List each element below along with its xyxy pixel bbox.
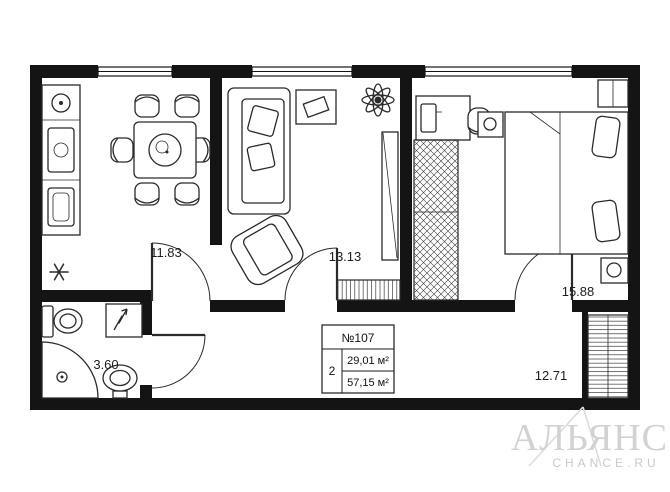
- walls: [30, 65, 640, 410]
- watermark: АЛЬЯНС CHANCE.RU: [511, 406, 668, 470]
- wall-hall-c: [412, 300, 515, 312]
- wall-top-3: [352, 65, 425, 78]
- bathroom-fixtures: [41, 303, 143, 399]
- plant-icon: [361, 83, 395, 117]
- chair-icon: [110, 137, 134, 163]
- pillow-icon: [591, 199, 621, 243]
- wall-top-1: [30, 65, 98, 78]
- watermark-site: CHANCE.RU: [552, 456, 659, 470]
- sink-icon: [51, 93, 71, 113]
- nightstand-icon: [477, 111, 504, 138]
- wall-top-4: [572, 65, 640, 78]
- table-center: [148, 133, 182, 167]
- wall-hall-a: [210, 300, 285, 312]
- room-area-hall: 12.71: [535, 368, 568, 383]
- dresser-icon: [597, 79, 629, 108]
- computer-icon: [420, 103, 437, 133]
- total-area-value: 57,15 м²: [347, 377, 389, 389]
- info-box-grid: [322, 348, 394, 393]
- shelf-icon: [336, 279, 401, 301]
- table-decor-dot: [165, 150, 169, 154]
- window-living-icon: [251, 66, 353, 77]
- desk-icon: [415, 95, 471, 141]
- wall-hall-d: [572, 300, 640, 312]
- wall-kitchen-living: [210, 77, 222, 245]
- hall-wardrobe-icon: [587, 314, 629, 399]
- washbasin-icon: [102, 364, 138, 399]
- room-area-bedroom: 15.88: [562, 284, 595, 299]
- wall-closet: [582, 312, 588, 398]
- hall-furniture: [587, 314, 629, 399]
- living-area-value: 29,01 м²: [347, 355, 389, 367]
- wall-bathroom-top: [30, 290, 152, 302]
- room-area-bathroom: 3.60: [93, 357, 118, 372]
- room-labels: 11.83 13.13 15.88 12.71 3.60: [93, 245, 594, 383]
- pillow-icon: [591, 115, 621, 159]
- oven-icon: [47, 127, 75, 173]
- sofa-icon: [227, 87, 291, 215]
- chair-icon: [134, 182, 160, 206]
- info-box-frame: [321, 324, 395, 394]
- toilet-icon: [41, 305, 83, 338]
- window-bedroom-icon: [424, 66, 573, 77]
- side-table-icon: [295, 89, 337, 125]
- washing-machine-icon: [105, 303, 143, 338]
- window-kitchen-icon: [97, 66, 173, 77]
- wall-right: [628, 65, 640, 410]
- bedroom-furniture: [413, 79, 629, 301]
- wall-living-bedroom: [400, 77, 412, 312]
- chair-icon: [134, 94, 160, 118]
- watermark-logo-line: [582, 406, 602, 467]
- tv-stand-icon: [381, 131, 399, 261]
- room-area-kitchen: 11.83: [150, 245, 182, 260]
- wall-bathroom-right-2: [140, 385, 152, 398]
- pillow-icon: [247, 105, 279, 137]
- snowflake-icon: [49, 263, 69, 281]
- room-area-living: 13.13: [329, 249, 362, 264]
- wall-top-2: [172, 65, 252, 78]
- bedside-table-icon: [600, 257, 629, 284]
- living-furniture: [227, 83, 401, 301]
- watermark-brand: АЛЬЯНС: [511, 417, 668, 459]
- armchair-icon: [230, 214, 304, 286]
- wall-bottom: [30, 398, 640, 410]
- corner-shower-icon: [41, 341, 99, 399]
- bed-icon: [504, 111, 629, 255]
- info-box: №107 2 29,01 м² 57,15 м²: [321, 324, 395, 394]
- wall-hall-b: [337, 300, 412, 312]
- chair-icon: [174, 94, 200, 118]
- dining-table-icon: [110, 94, 211, 206]
- apartment-number: №107: [342, 331, 375, 345]
- wall-bathroom-right-1: [140, 290, 152, 335]
- kitchen-furniture: [41, 84, 211, 281]
- hob-icon: [47, 187, 75, 227]
- table-top: [133, 121, 197, 179]
- door-bathroom-icon: [151, 333, 206, 389]
- table-decor: [155, 140, 169, 154]
- rooms-count: 2: [329, 364, 336, 378]
- wall-left: [30, 65, 42, 410]
- pillow-icon: [246, 142, 276, 172]
- windows: [97, 66, 573, 77]
- door-kitchen-icon: [150, 242, 211, 302]
- chair-icon: [174, 182, 200, 206]
- wardrobe-icon: [413, 139, 459, 301]
- watermark-logo-line: [528, 406, 584, 467]
